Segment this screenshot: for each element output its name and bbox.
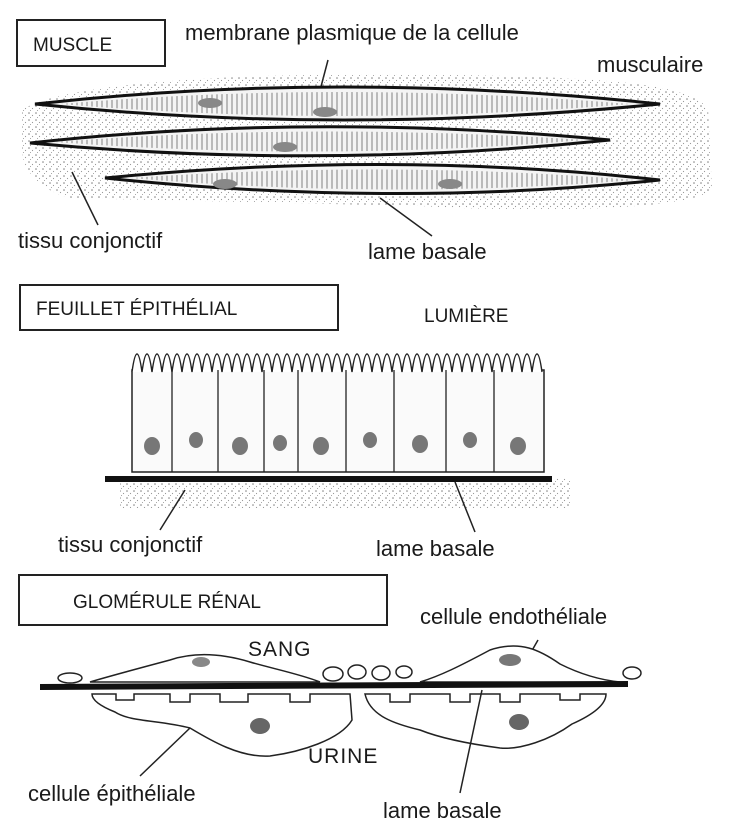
membrane-label: membrane plasmique de la cellule (185, 20, 519, 45)
epithelium-panel: FEUILLET ÉPITHÉLIAL LUMIÈRE (20, 285, 570, 561)
epithelial-pointer (140, 728, 190, 776)
muscle-basal-lamina-label: lame basale (368, 239, 487, 264)
glomerulus-basal-lamina (40, 684, 628, 687)
nucleus (363, 432, 377, 448)
muscle-fibers (30, 87, 660, 194)
epithelium-title: FEUILLET ÉPITHÉLIAL (36, 299, 237, 320)
nucleus (463, 432, 477, 448)
nucleus (412, 435, 428, 453)
epithelium-basal-lamina-label: lame basale (376, 536, 495, 561)
glomerulus-basal-lamina-label: lame basale (383, 798, 502, 823)
microvilli (132, 354, 542, 372)
epithelial-label: cellule épithéliale (28, 781, 196, 806)
epithelial-nucleus (250, 718, 270, 734)
nucleus (273, 435, 287, 451)
epithelium-connective-label: tissu conjonctif (58, 532, 203, 557)
nucleus (198, 98, 222, 108)
nucleus (438, 179, 462, 189)
muscle-connective-label: tissu conjonctif (18, 228, 163, 253)
blood-label: SANG (248, 638, 312, 661)
nucleus (213, 179, 237, 189)
epithelial-sheet (132, 354, 544, 472)
nucleus (313, 437, 329, 455)
nucleus (510, 437, 526, 455)
endothelial-label: cellule endothéliale (420, 604, 607, 629)
epithelium-connective-tissue (120, 478, 570, 508)
nucleus (144, 437, 160, 455)
lumen-label: LUMIÈRE (424, 306, 508, 327)
nucleus (189, 432, 203, 448)
urine-label: URINE (308, 745, 378, 768)
nucleus (273, 142, 297, 152)
endothelial-cells (58, 646, 641, 683)
endothelial-nucleus (192, 657, 210, 667)
nucleus (232, 437, 248, 455)
glomerulus-title: GLOMÉRULE RÉNAL (73, 592, 261, 613)
muscle-panel: MUSCLE membrane plasmique de la cellule … (17, 20, 712, 264)
membrane-label-2: musculaire (597, 52, 703, 77)
muscle-title: MUSCLE (33, 35, 112, 56)
endothelial-nucleus (499, 654, 521, 666)
epithelial-nucleus (509, 714, 529, 730)
glomerulus-panel: GLOMÉRULE RÉNAL cellule endothéliale SAN… (19, 575, 641, 823)
nucleus (313, 107, 337, 117)
